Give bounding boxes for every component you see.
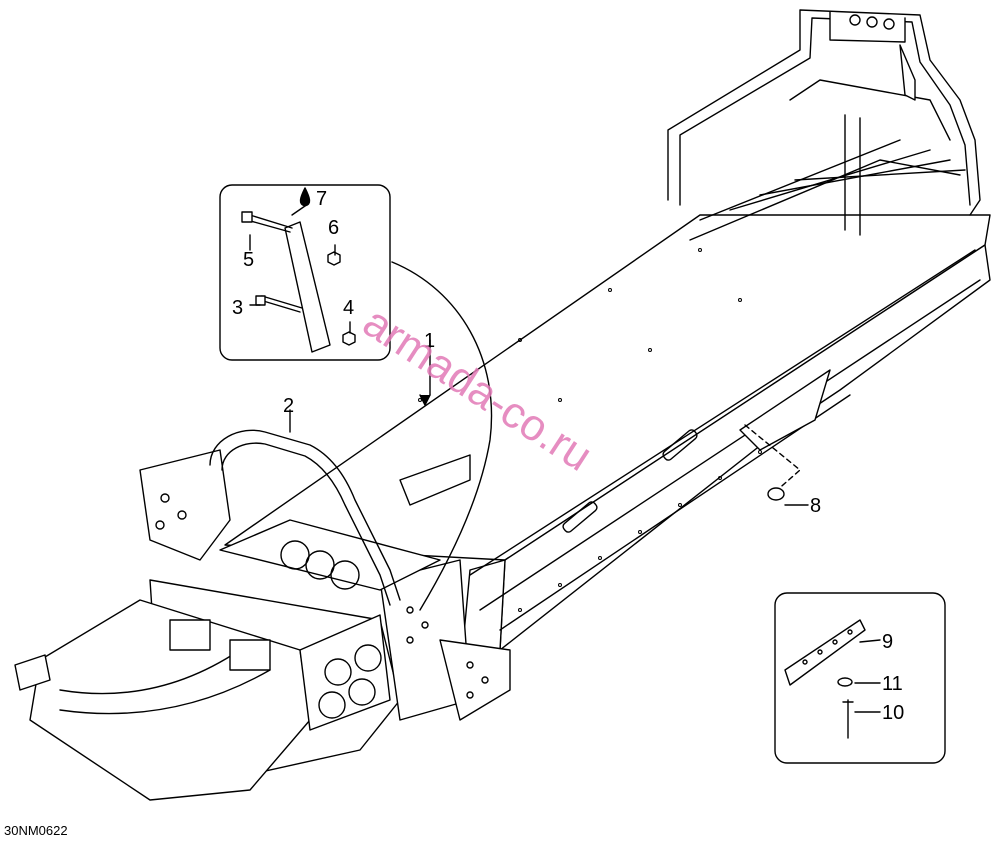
callout-5: 5 xyxy=(243,249,254,271)
callout-10: 10 xyxy=(882,702,904,724)
support-bracket xyxy=(284,221,331,353)
slide-rail-strip xyxy=(784,619,866,686)
callout-2: 2 xyxy=(283,395,294,417)
steering-support-bar xyxy=(209,429,401,606)
callout-9: 9 xyxy=(882,631,893,653)
drawing-id-label: 30NM0622 xyxy=(4,823,68,838)
inset-rail-kit xyxy=(774,592,946,764)
rear-rack xyxy=(667,9,981,241)
callout-7: 7 xyxy=(316,188,327,210)
washer-11 xyxy=(837,677,853,687)
callout-1: 1 xyxy=(424,330,435,352)
nut-4 xyxy=(342,331,356,346)
callout-4: 4 xyxy=(343,297,354,319)
callout-11: 11 xyxy=(882,673,903,695)
callout-3: 3 xyxy=(232,297,243,319)
inset-bolt-kit xyxy=(219,184,391,361)
rivet-10 xyxy=(842,699,854,739)
plug-8 xyxy=(767,487,785,501)
callout-6: 6 xyxy=(328,217,339,239)
detail-leader-circle xyxy=(391,261,493,611)
leader-8 xyxy=(744,424,801,493)
callout-8: 8 xyxy=(810,495,821,517)
callout-labels: 1 2 3 4 5 6 7 8 9 10 11 xyxy=(232,188,904,724)
nut-6 xyxy=(327,251,341,266)
front-end xyxy=(14,449,511,801)
